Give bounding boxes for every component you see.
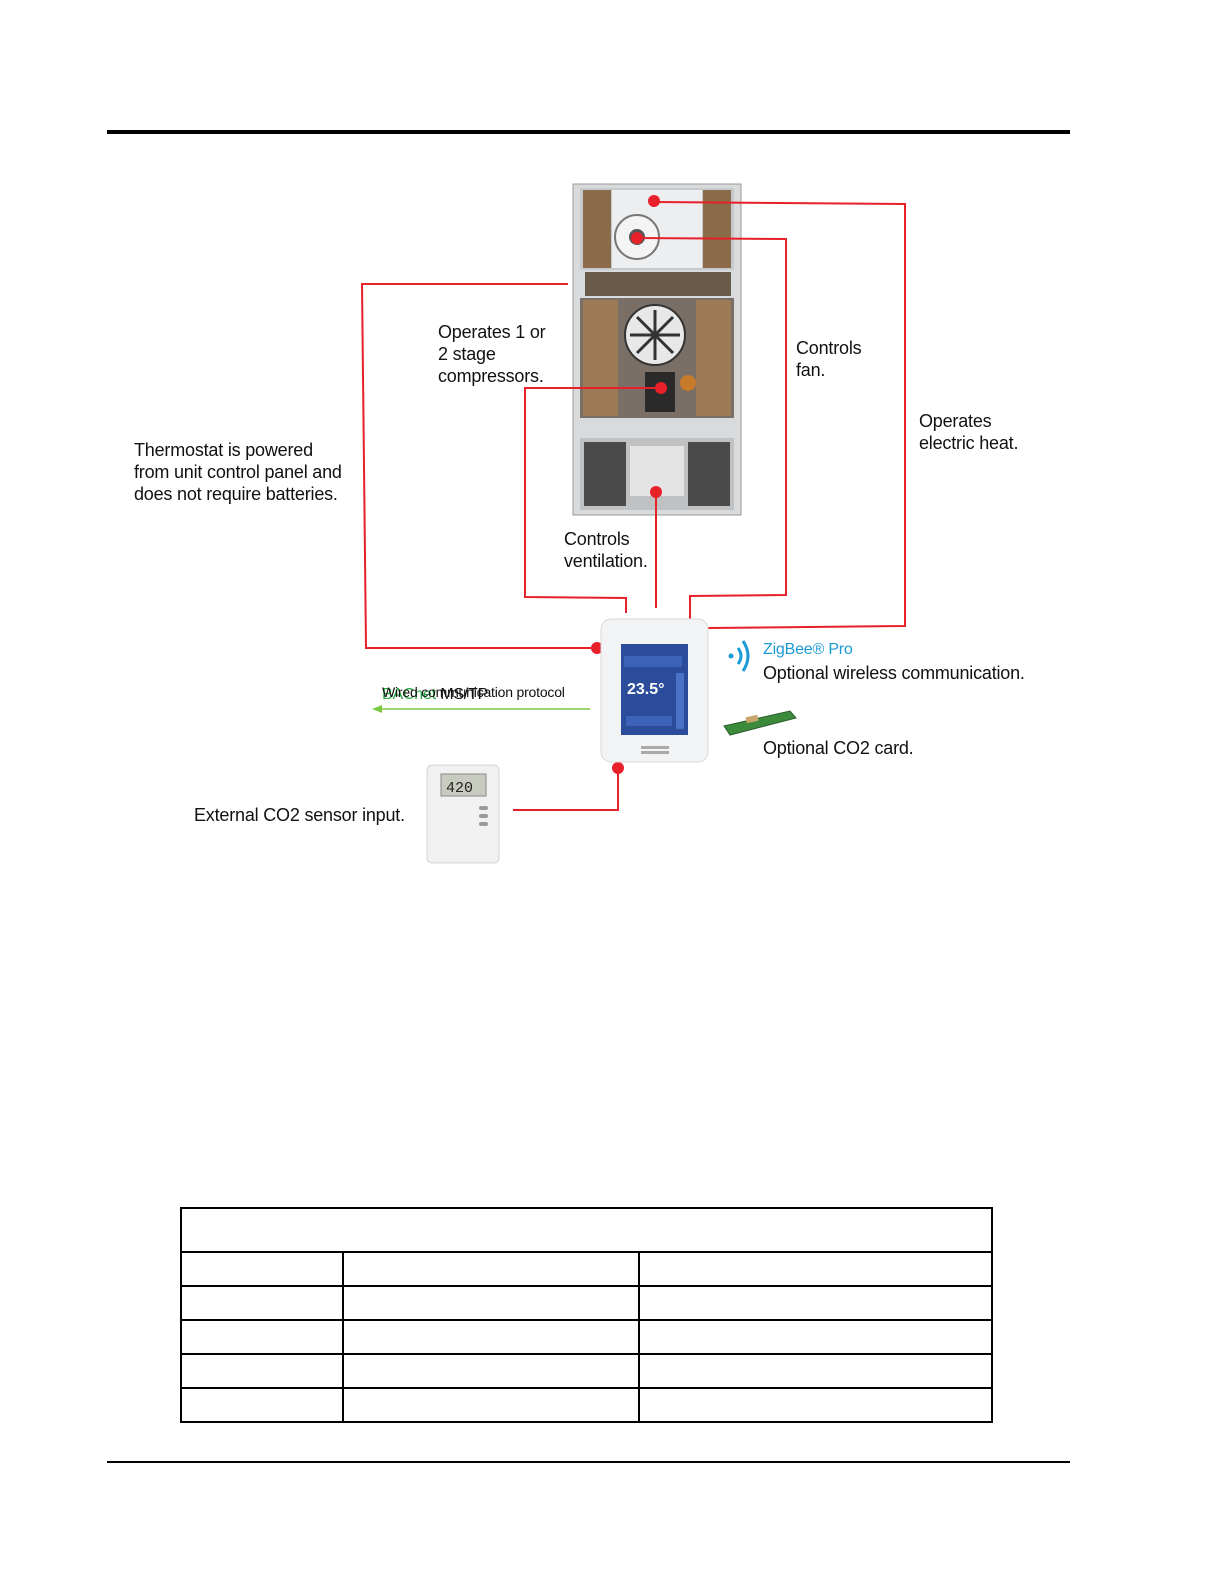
table-row bbox=[181, 1354, 992, 1388]
co2-card-image bbox=[724, 711, 796, 735]
co2-sensor-reading: 420 bbox=[446, 780, 473, 797]
label-compressors: Operates 1 or 2 stage compressors. bbox=[438, 321, 545, 387]
table-cell bbox=[639, 1320, 992, 1354]
unit-cabinet-image bbox=[573, 184, 741, 515]
label-external-co2: External CO2 sensor input. bbox=[194, 804, 405, 826]
thermostat-temperature: 23.5° bbox=[627, 681, 665, 698]
label-zigbee: ZigBee® Pro bbox=[763, 640, 853, 660]
table-header-row bbox=[180, 1207, 993, 1253]
table-cell bbox=[181, 1320, 343, 1354]
thermostat-device: 23.5° bbox=[601, 619, 708, 762]
label-co2-card: Optional CO2 card. bbox=[763, 737, 913, 759]
table-cell bbox=[639, 1286, 992, 1320]
table-row bbox=[181, 1252, 992, 1286]
co2-sensor-device: 420 bbox=[427, 765, 499, 863]
table-cell bbox=[181, 1354, 343, 1388]
label-bacnet-desc: Wired communication protocol bbox=[382, 684, 565, 701]
table-cell bbox=[343, 1252, 639, 1286]
table-cell bbox=[343, 1354, 639, 1388]
table-cell bbox=[343, 1286, 639, 1320]
table-row bbox=[181, 1320, 992, 1354]
table-cell bbox=[639, 1388, 992, 1422]
label-wireless: Optional wireless communication. bbox=[763, 662, 1025, 684]
table-cell bbox=[639, 1252, 992, 1286]
table-cell bbox=[181, 1252, 343, 1286]
table-row bbox=[181, 1388, 992, 1422]
table-row bbox=[181, 1286, 992, 1320]
wireless-signal-icon bbox=[729, 641, 749, 671]
label-controls-fan: Controls fan. bbox=[796, 337, 861, 381]
table-cell bbox=[343, 1320, 639, 1354]
label-ventilation: Controls ventilation. bbox=[564, 528, 648, 572]
empty-table bbox=[180, 1251, 993, 1423]
table-cell bbox=[181, 1286, 343, 1320]
label-thermostat-power: Thermostat is powered from unit control … bbox=[134, 439, 342, 505]
bottom-rule bbox=[107, 1461, 1070, 1463]
table-cell bbox=[181, 1388, 343, 1422]
bacnet-arrow bbox=[372, 705, 590, 713]
label-electric-heat: Operates electric heat. bbox=[919, 410, 1018, 454]
table-cell bbox=[639, 1354, 992, 1388]
table-cell bbox=[343, 1388, 639, 1422]
